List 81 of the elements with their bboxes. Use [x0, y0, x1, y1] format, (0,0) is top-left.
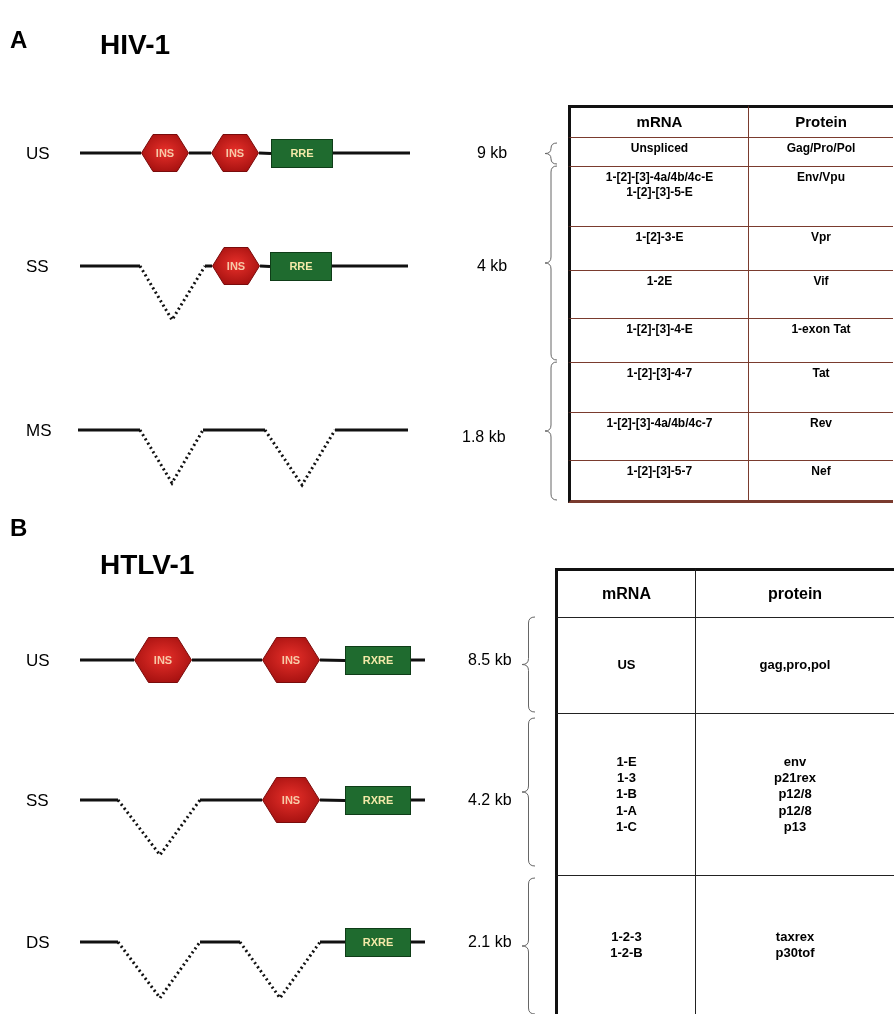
node-label: RXRE [362, 937, 394, 948]
panel-title: HTLV-1 [100, 551, 195, 579]
size-label: 8.5 kb [468, 652, 512, 668]
panel-letter: A [10, 28, 28, 52]
table-text: 1-3 [617, 770, 636, 787]
node-label: RRE [289, 261, 313, 272]
table-text: p21rex [774, 770, 816, 787]
element-box [345, 928, 411, 957]
element-box [345, 786, 411, 815]
node-label: INS [225, 147, 245, 159]
ins-hexagon [211, 134, 259, 172]
table-text: env [783, 753, 807, 771]
table-text: 1-[2]-3-E [635, 230, 684, 245]
table-text: 1-C [616, 818, 637, 836]
table-text: 1-exon Tat [791, 322, 851, 337]
column-header: protein [767, 584, 823, 604]
node-label: INS [155, 147, 175, 159]
ins-hexagon [262, 777, 320, 823]
table-text: 1-2-3 [611, 928, 642, 945]
table-text: Unspliced [630, 141, 689, 156]
table-text: 1-[2]-[3]-4a/4b/4c-7 [606, 416, 713, 431]
node-label: RXRE [362, 795, 394, 806]
table-text: Vif [813, 274, 829, 289]
table-text: 1-[2]-[3]-4-E [626, 322, 693, 337]
table-text: taxrex [775, 928, 815, 945]
table-text: p13 [783, 818, 807, 836]
table-text: Tat [812, 366, 830, 381]
table-text: Env/Vpu [797, 170, 845, 185]
table-text: p30tof [775, 945, 815, 962]
column-header: mRNA [636, 113, 683, 132]
table-text: US [617, 657, 636, 674]
rna-line-segment [189, 151, 211, 155]
table-text: 1-2-B [610, 945, 643, 962]
table-text: 1-E [616, 753, 637, 771]
table-text: Nef [811, 464, 831, 479]
table-text: Rev [810, 416, 832, 431]
rna-line-segment [258, 151, 272, 155]
element-box [270, 252, 332, 281]
ins-hexagon [141, 134, 189, 172]
size-label: 9 kb [477, 145, 508, 161]
column-header: mRNA [602, 584, 651, 604]
table-text: 1-[2]-[3]-4-7 [626, 366, 693, 381]
row-label: DS [26, 933, 50, 951]
row-label: SS [26, 257, 49, 275]
rna-line-segment [259, 264, 271, 268]
row-label: MS [26, 421, 52, 439]
size-label: 2.1 kb [468, 934, 512, 950]
table-text: p12/8 [778, 802, 812, 819]
table-text: p12/8 [778, 786, 812, 803]
node-label: RRE [290, 148, 314, 159]
panel-letter: B [10, 516, 28, 540]
rna-line-segment [192, 658, 262, 662]
table-text: Gag/Pro/Pol [786, 141, 856, 156]
node-label: INS [281, 654, 301, 666]
column-header: Protein [795, 113, 847, 132]
size-label: 1.8 kb [462, 429, 506, 445]
rna-line-segment [319, 798, 346, 802]
row-label: US [26, 651, 50, 669]
node-label: INS [281, 794, 301, 806]
table-text: 1-B [616, 786, 637, 803]
node-label: INS [226, 260, 246, 272]
size-label: 4 kb [477, 258, 508, 274]
ins-hexagon [262, 637, 320, 683]
table-text: gag,pro,pol [759, 657, 831, 674]
element-box [345, 646, 411, 675]
table-text: 1-A [616, 802, 637, 819]
node-label: RXRE [362, 655, 394, 666]
table-text: 1-[2]-[3]-5-7 [626, 464, 693, 479]
panel-title: HIV-1 [100, 31, 171, 59]
ins-hexagon [134, 637, 192, 683]
node-label: INS [153, 654, 173, 666]
row-label: SS [26, 791, 49, 809]
table-text: 1-2E [646, 274, 673, 289]
table-text: 1-[2]-[3]-4a/4b/4c-E [605, 170, 714, 185]
size-label: 4.2 kb [468, 792, 512, 808]
ins-hexagon [212, 247, 260, 285]
rna-line-segment [319, 658, 346, 662]
table-text: 1-[2]-[3]-5-E [626, 185, 693, 200]
table-text: Vpr [811, 230, 831, 245]
element-box [271, 139, 333, 168]
row-label: US [26, 144, 50, 162]
